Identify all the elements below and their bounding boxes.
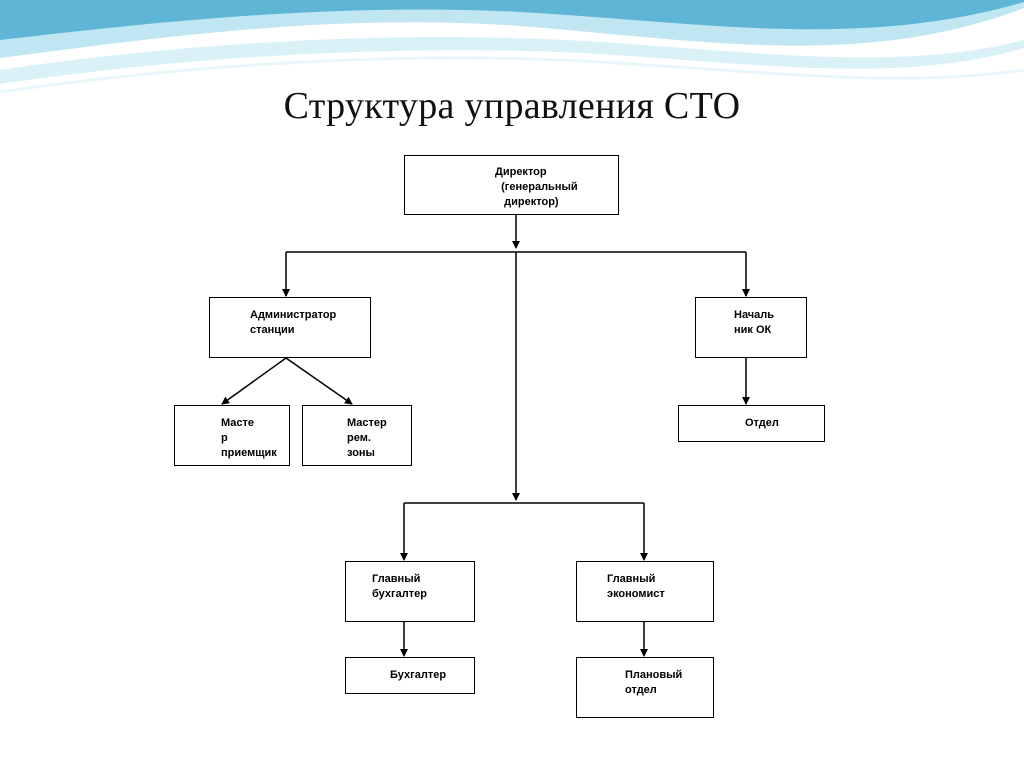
master-right-box: Мастер рем. зоны xyxy=(302,405,412,466)
accountant-box: Бухгалтер xyxy=(345,657,475,694)
chief-accountant-box: Главный бухгалтер xyxy=(345,561,475,622)
slide-title: Структура управления СТО xyxy=(283,85,741,127)
arrow-to-master-right xyxy=(285,357,353,405)
planning-department-box: Плановый отдел xyxy=(576,657,714,718)
hr-department-label: Отдел xyxy=(745,417,779,429)
station-admin-label: Администратор станции xyxy=(250,309,337,336)
chief-economist-label: Главный экономист xyxy=(607,573,665,600)
hr-department-box: Отдел xyxy=(678,405,825,442)
hr-head-box: Началь ник ОК xyxy=(695,297,807,358)
master-left-box: Масте р приемщик xyxy=(174,405,290,466)
station-admin-box: Администратор станции xyxy=(209,297,371,358)
wave-dark-band xyxy=(0,0,1024,40)
chief-economist-box: Главный экономист xyxy=(576,561,714,622)
header-wave-decoration xyxy=(0,0,1024,94)
wave-thin-line xyxy=(0,56,1024,94)
hr-head-label: Началь ник ОК xyxy=(734,309,775,336)
wave-lower-band xyxy=(0,37,1024,84)
director-label: Директор (генеральный директор) xyxy=(495,166,578,208)
chief-accountant-label: Главный бухгалтер xyxy=(372,573,427,600)
master-left-label: Масте р приемщик xyxy=(221,417,277,459)
arrow-to-master-left xyxy=(221,357,287,405)
director-box: Директор (генеральный директор) xyxy=(404,155,619,215)
planning-department-label: Плановый отдел xyxy=(625,669,683,696)
master-right-label: Мастер рем. зоны xyxy=(347,417,387,459)
accountant-label: Бухгалтер xyxy=(390,669,447,681)
